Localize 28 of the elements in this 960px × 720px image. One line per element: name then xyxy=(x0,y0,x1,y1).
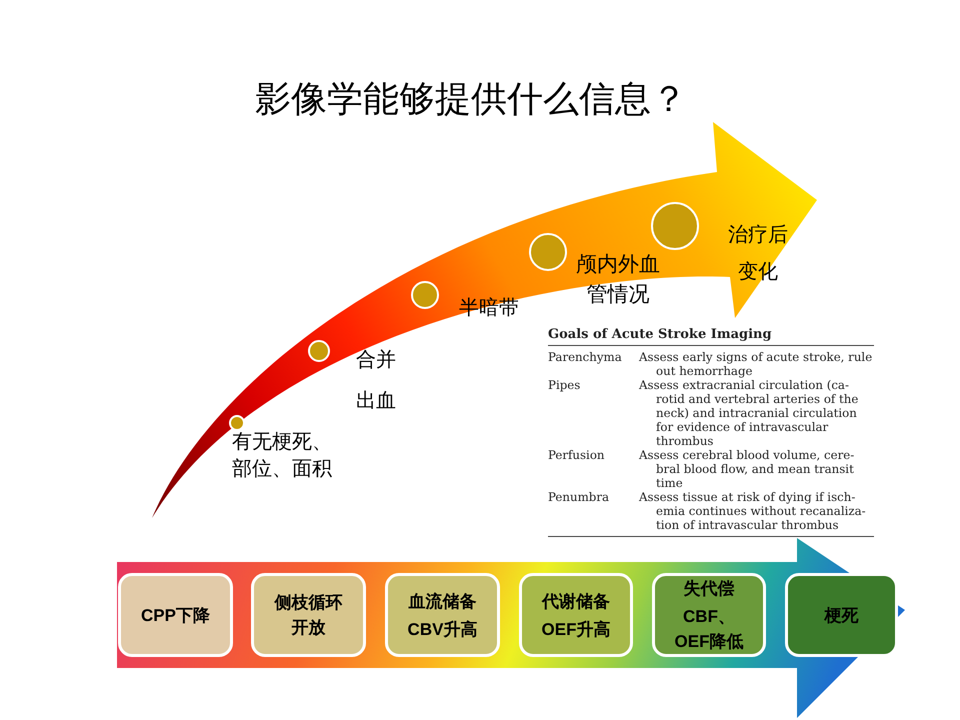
row-heading: Penumbra xyxy=(548,490,610,506)
row-description: Assess cerebral blood volume, cere- bral blood flow, and mean transit time xyxy=(639,448,856,490)
table-title: Goals of Acute Stroke Imaging xyxy=(548,326,773,343)
stage-detail: OEF升高 xyxy=(542,618,610,640)
stage-box xyxy=(652,573,766,657)
stage-detail: CBF、OEF降低 xyxy=(674,606,744,653)
row-heading: Parenchyma xyxy=(548,350,623,366)
stage-title: 失代偿 xyxy=(684,578,734,600)
milestone-label: 合并出血 xyxy=(356,346,397,414)
stage-label: 梗死 xyxy=(824,604,858,626)
stage-box xyxy=(385,573,500,657)
row-heading: Perfusion xyxy=(548,448,606,464)
row-description: Assess tissue at risk of dying if isch- emia continues without recanaliza- tion of intravascular thrombus xyxy=(639,490,867,532)
slide-title: 影像学能够提供什么信息？ xyxy=(254,78,688,122)
stage-detail: CBV升高 xyxy=(408,618,478,640)
stage-title: 血流储备 xyxy=(408,590,476,612)
stage-box xyxy=(251,573,366,657)
stage-title: 代谢储备 xyxy=(542,590,610,612)
stage-box xyxy=(519,573,633,657)
stage-label: CPP下降 xyxy=(141,604,210,626)
row-description: Assess early signs of acute stroke, rule out hemorrhage xyxy=(639,350,874,378)
row-description: Assess extracranial circulation (ca- rotid and vertebral arteries of the neck) and intracranial circulation for evidence of intravascular thrombus xyxy=(639,378,860,448)
stage-box xyxy=(785,573,898,657)
milestone-label: 有无梗死、部位、面积 xyxy=(232,428,333,482)
stage-box xyxy=(118,573,233,657)
stage-label: 侧枝循环开放 xyxy=(273,592,344,639)
milestone-label: 颅内外血管情况 xyxy=(575,251,661,308)
row-heading: Pipes xyxy=(548,378,582,394)
